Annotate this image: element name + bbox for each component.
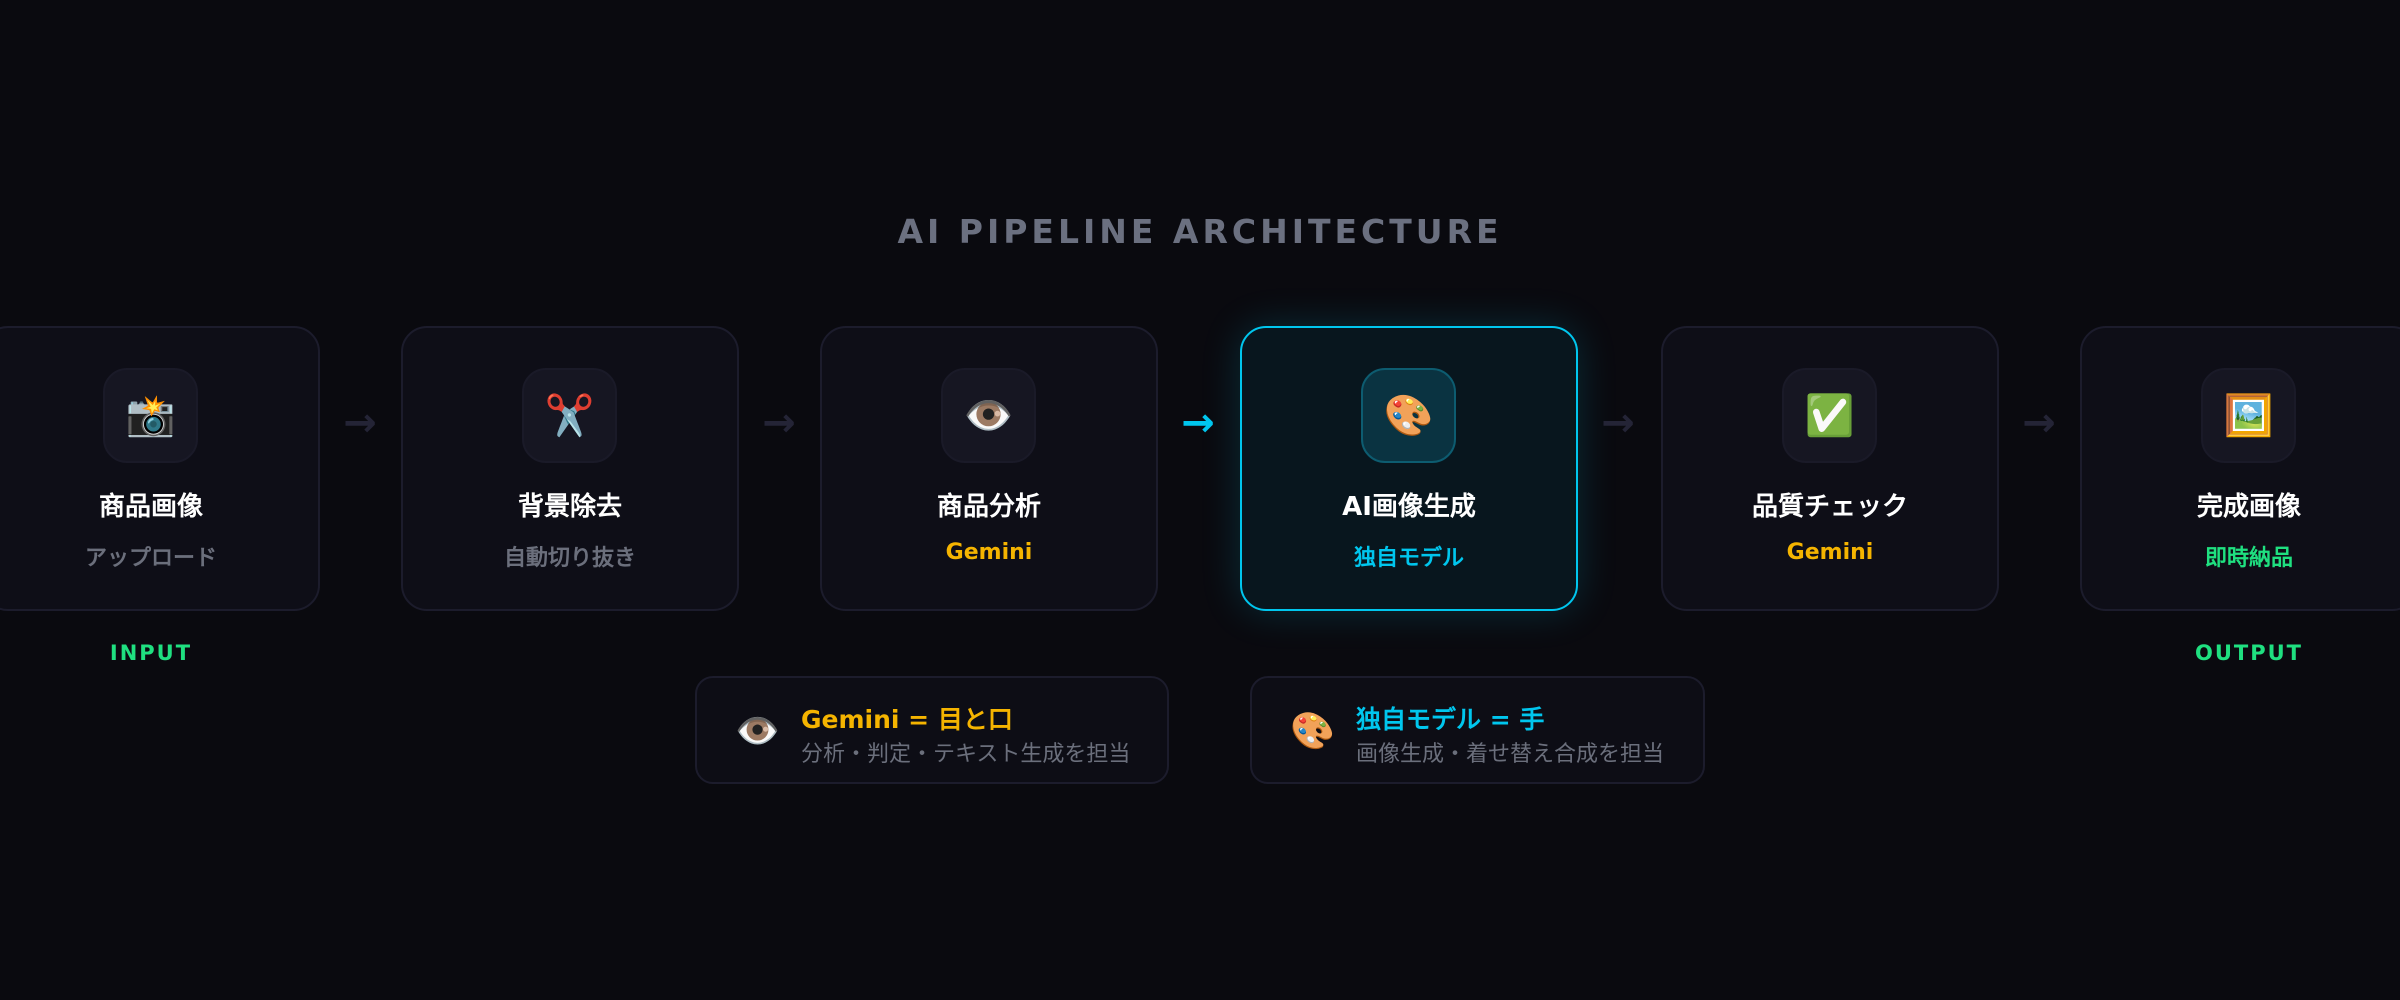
pipeline-step-card: ✅ 品質チェック Gemini [1661,326,1999,611]
framed-picture-icon: 🖼️ [2201,368,2296,463]
arrow-right-icon: → [1601,400,1635,446]
legend-subtitle: 分析・判定・テキスト生成を担当 [801,742,1131,767]
diagram-title: AI PIPELINE ARCHITECTURE [897,212,1503,251]
step-subtitle: Gemini [1786,540,1874,565]
eye-icon: 👁️ [735,711,780,752]
pipeline-step-card: ✂️ 背景除去自動切り抜き [401,326,739,611]
arrow-right-icon: → [343,400,377,446]
arrow-right-icon: → [1181,400,1215,446]
step-subtitle: 独自モデル [1353,546,1464,571]
pipeline-step-card: 📸 商品画像アップロード [0,326,320,611]
legend-subtitle: 画像生成・着せ替え合成を担当 [1356,742,1665,767]
arrow-right-icon: → [2022,400,2056,446]
legend-title: 独自モデル = 手 [1356,705,1545,734]
step-title: AI画像生成 [1342,492,1476,522]
step-title: 品質チェック [1751,492,1908,522]
legend-custom-model: 🎨 独自モデル = 手 画像生成・着せ替え合成を担当 [1250,676,1705,784]
eye-icon: 👁️ [941,368,1036,463]
check-mark-icon: ✅ [1782,368,1877,463]
step-title: 商品分析 [936,492,1041,522]
step-title: 背景除去 [517,492,622,522]
step-title: 完成画像 [2196,492,2301,522]
legend-title: Gemini = 目と口 [801,705,1013,734]
pipeline-step-card: 🖼️ 完成画像即時納品 [2080,326,2400,611]
step-subtitle: 自動切り抜き [503,546,636,571]
legend-gemini: 👁️ Gemini = 目と口 分析・判定・テキスト生成を担当 [695,676,1169,784]
camera-flash-icon: 📸 [103,368,198,463]
pipeline-step-card: 🎨 AI画像生成独自モデル [1240,326,1578,611]
palette-icon: 🎨 [1361,368,1456,463]
step-title: 商品画像 [98,492,203,522]
step-subtitle: Gemini [945,540,1033,565]
output-label: OUTPUT [2195,641,2303,665]
arrow-right-icon: → [762,400,796,446]
step-subtitle: 即時納品 [2204,546,2293,571]
scissors-icon: ✂️ [522,368,617,463]
input-label: INPUT [109,641,193,665]
pipeline-step-card: 👁️ 商品分析 Gemini [820,326,1158,611]
palette-icon: 🎨 [1290,711,1335,752]
step-subtitle: アップロード [84,546,217,571]
